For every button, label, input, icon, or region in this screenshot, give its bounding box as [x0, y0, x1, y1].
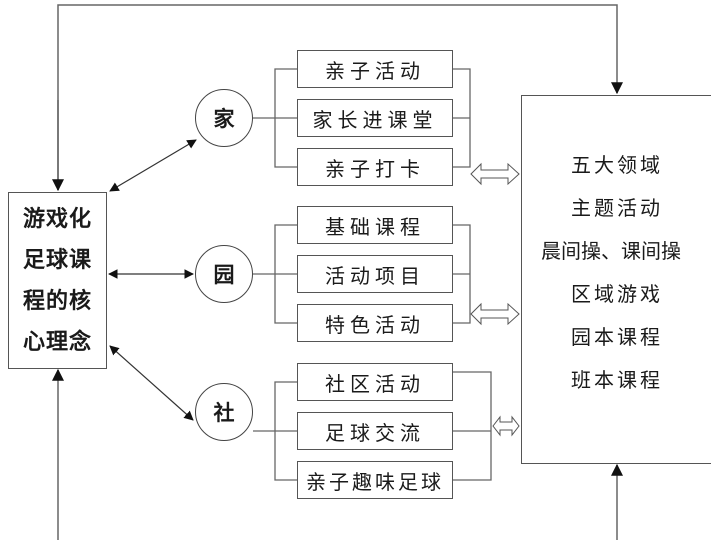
core-line: 程的核: [22, 288, 92, 314]
bracket-kindergarten: [253, 224, 471, 324]
node-kindergarten: 园: [195, 245, 253, 303]
arrow-core-community: [109, 345, 194, 421]
item-box: 基础课程: [297, 206, 453, 244]
arrow-core-home: [109, 139, 197, 192]
item-box: 特色活动: [297, 304, 453, 342]
core-line: 心理念: [22, 329, 92, 355]
target-line: 主题活动: [571, 196, 663, 220]
core-line: 游戏化: [22, 206, 92, 232]
item-box: 亲子趣味足球: [297, 461, 453, 499]
node-home: 家: [195, 89, 253, 147]
double-arrow-home: [470, 162, 520, 186]
item-box: 亲子打卡: [297, 148, 453, 186]
item-box: 社区活动: [297, 363, 453, 401]
target-line: 晨间操、课间操: [541, 239, 681, 263]
core-concept-box: 游戏化 足球课 程的核 心理念: [8, 192, 107, 369]
target-line: 区域游戏: [571, 282, 663, 306]
target-line: 五大领域: [571, 153, 663, 177]
core-line: 足球课: [22, 247, 92, 273]
double-arrow-kindergarten: [470, 302, 520, 326]
item-box: 家长进课堂: [297, 99, 453, 137]
top-loop-line: [57, 4, 623, 190]
bracket-community: [253, 371, 492, 481]
double-arrow-community: [492, 415, 520, 437]
item-box: 亲子活动: [297, 50, 453, 88]
item-box: 足球交流: [297, 412, 453, 450]
curriculum-target-box: 五大领域 主题活动 晨间操、课间操 区域游戏 园本课程 班本课程: [521, 95, 711, 464]
target-line: 班本课程: [571, 368, 663, 392]
node-community: 社: [195, 383, 253, 441]
item-box: 活动项目: [297, 255, 453, 293]
target-line: 园本课程: [571, 325, 663, 349]
bracket-home: [253, 68, 471, 168]
